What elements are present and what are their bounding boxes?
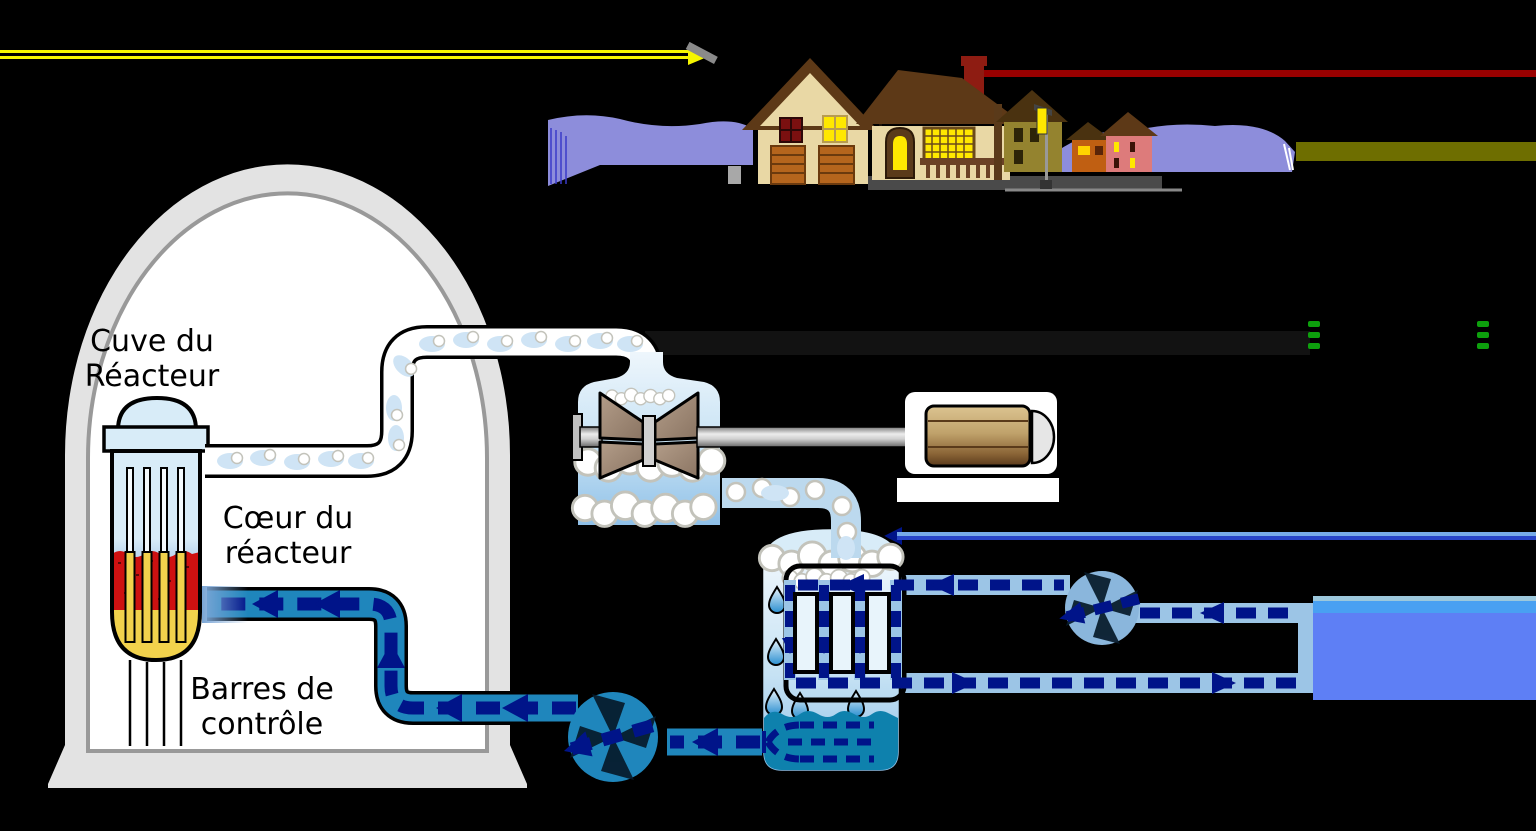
control-rods [124,551,187,643]
main-house [856,56,1024,180]
pink-house [1100,112,1158,172]
door-window [893,136,907,170]
cooling-pump [1059,571,1147,645]
village [548,56,1295,192]
pipe-vessel-fade [202,586,248,623]
labels: Cuve du Réacteur Cœur du réacteur Barres… [85,324,353,742]
street-lamp [1034,104,1052,189]
generator-rotor [924,404,1032,468]
yellow-power-line-top [0,50,688,53]
turbine-blades [598,391,700,480]
garage-door-left [770,145,806,185]
red-power-line [982,70,1536,77]
water-source [1313,596,1536,700]
olive-power-line [1296,142,1536,161]
label-vessel-line2: Réacteur [85,359,220,394]
garage-door-right [818,145,855,185]
power-lines [0,41,1536,545]
main-steam-line [205,325,663,478]
exhaust-steam-clouds [725,477,858,560]
hill-right-stripes [1283,143,1294,171]
garage-house [742,58,878,185]
porch-post [994,104,1002,180]
blue-power-line-light [897,532,1536,536]
orange-house [1066,122,1112,172]
cooling-pipe-connector [1298,603,1316,693]
label-control-rods-line1: Barres de [190,672,334,707]
turbine-assembly [570,352,933,560]
lattice-window [922,126,976,164]
tube-bundle-2 [829,592,855,674]
generator [897,392,1059,502]
vessel-outline [110,449,202,663]
mailbox [728,166,741,184]
hill-left-hatch [550,128,567,184]
coil-verticals [784,580,902,680]
vessel-dome [115,395,199,432]
pylon-insulators-left [1308,321,1320,349]
olive-house [996,90,1068,172]
yellow-power-line-bottom [0,56,688,59]
main-house-roof [856,70,1024,124]
turbine-shaft [696,426,933,448]
condenser [744,526,1298,774]
steam-pipe-body [205,328,660,475]
porch [920,104,1006,180]
label-core-line1: Cœur du [223,501,354,536]
generator-end-cap [1030,409,1056,465]
pylon-insulators-right [1477,321,1489,349]
hill-left [548,115,753,186]
cooling-pipe-bottom [790,673,1306,693]
tube-bundle-1 [793,592,819,674]
condenser-coil [782,563,907,703]
label-vessel-line1: Cuve du [90,324,214,359]
coil-vertical-dashes [785,585,901,678]
window-dark [779,117,803,143]
feedwater-loop [202,586,762,782]
turbine-hub [642,415,656,467]
feedwater-flow [212,590,760,756]
blue-line-arrowhead [884,527,902,545]
garage-house-gable [760,73,860,126]
lamp-light [1036,107,1048,135]
window-lit [822,115,848,143]
transmission-line-band [645,331,1310,355]
vessel-flange [102,425,210,453]
label-core-line2: réacteur [225,536,352,571]
reactor-vessel [102,395,210,746]
tube-bundle-3 [865,592,891,674]
generator-base [897,478,1059,502]
cooling-pump-flow [1059,592,1147,624]
label-control-rods-line2: contrôle [201,707,323,742]
feedwater-pump-flow [563,717,660,757]
control-rod-drive-lines [128,660,183,746]
transformer-bar [685,41,718,64]
blue-power-line-dark [897,536,1536,540]
feedwater-pump [563,692,660,782]
cooling-flow-arrows [796,574,1298,694]
